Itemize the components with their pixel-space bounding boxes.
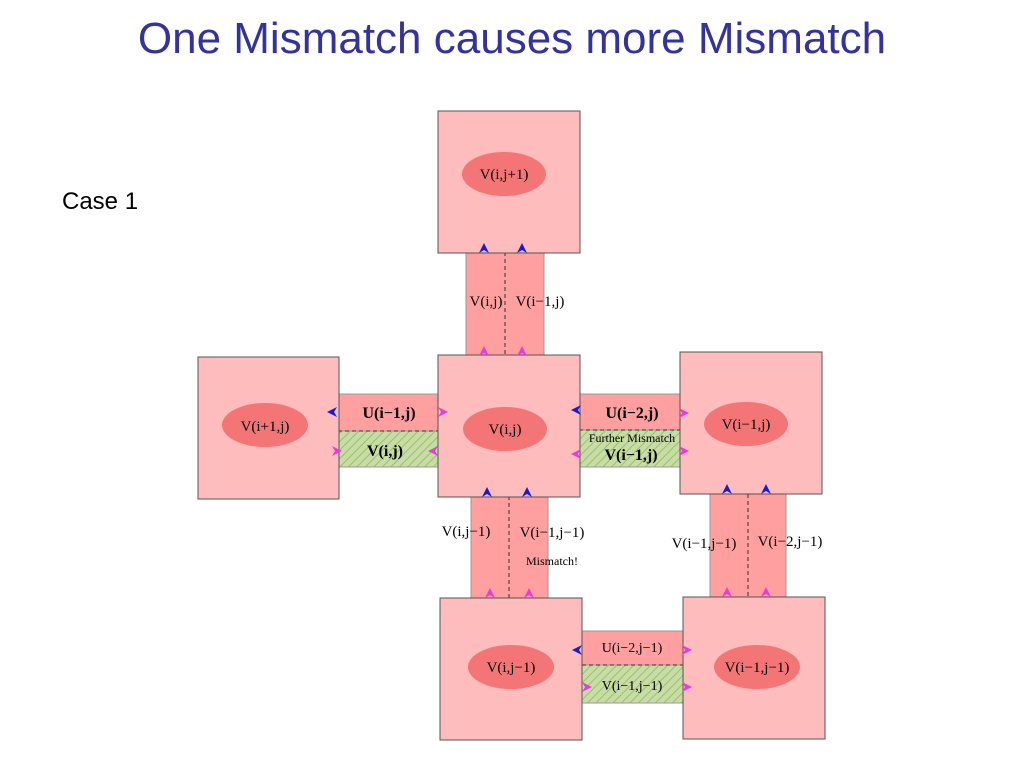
link-left-lower [337,430,440,468]
arrow-head-0 [479,243,489,253]
ellipse-right [704,402,788,446]
ellipse-center [463,407,547,451]
slide-title: One Mismatch causes more Mismatch [137,14,887,63]
link-label-top-left: V(i,j) [470,294,503,310]
arrows-layer [327,243,771,692]
cell-label-top: V(i,j+1) [480,167,529,183]
arrow-head-13 [522,487,532,497]
ellipse-left [222,403,308,447]
link-label-far-left: V(i−1,j−1) [672,536,737,552]
arrow-head-4 [327,407,337,417]
arrow-head-1 [517,243,527,253]
arrow-head-22 [682,645,692,655]
link-label-top-right: V(i−1,j) [516,294,565,310]
link-label-lower-right: V(i−1,j−1) [520,525,585,541]
arrow-head-14 [722,484,732,494]
arrow-head-21 [582,682,592,692]
link-bottom-lower [581,664,684,704]
link-label-left-u: U(i−1,j) [362,405,415,422]
cell-label-right: V(i−1,j) [722,417,771,433]
link-label-right-v: V(i−1,j) [604,447,657,464]
arrow-head-10 [679,408,689,418]
arrow-head-23 [682,682,692,692]
cell-label-center: V(i,j) [489,422,522,438]
link-label-lower-note: Mismatch! [526,554,578,568]
ellipse-bottom-right [714,645,800,689]
link-left-upper [337,393,440,432]
link-label-right-note: Further Mismatch [589,431,675,445]
arrow-head-11 [679,446,689,456]
cell-label-bottom-left: V(i,j−1) [487,660,536,676]
ellipse-top [462,152,546,196]
link-label-right-u: U(i−2,j) [605,405,658,422]
cell-label-bottom-right: V(i−1,j−1) [725,660,790,676]
link-label-far-right: V(i−2,j−1) [758,534,823,550]
arrow-head-20 [572,645,582,655]
case-label: Case 1 [62,188,139,215]
arrow-head-15 [761,484,771,494]
arrow-head-17 [524,588,534,598]
ellipse-bottom-left [468,645,554,689]
arrow-head-12 [482,487,492,497]
arrow-head-2 [479,346,489,356]
cell-label-left: V(i+1,j) [241,419,290,435]
arrow-head-3 [517,346,527,356]
arrow-head-16 [485,588,495,598]
link-label-bottom-v: V(i−1,j−1) [602,679,663,694]
link-label-lower-left: V(i,j−1) [442,524,491,540]
arrow-head-5 [332,446,342,456]
link-label-left-v: V(i,j) [367,443,403,460]
arrow-head-18 [722,587,732,597]
arrow-head-8 [571,405,581,415]
link-label-bottom-u: U(i−2,j−1) [602,641,663,656]
arrow-head-19 [761,587,771,597]
arrow-head-6 [438,407,448,417]
arrow-head-7 [428,446,438,456]
arrow-head-9 [571,449,581,459]
